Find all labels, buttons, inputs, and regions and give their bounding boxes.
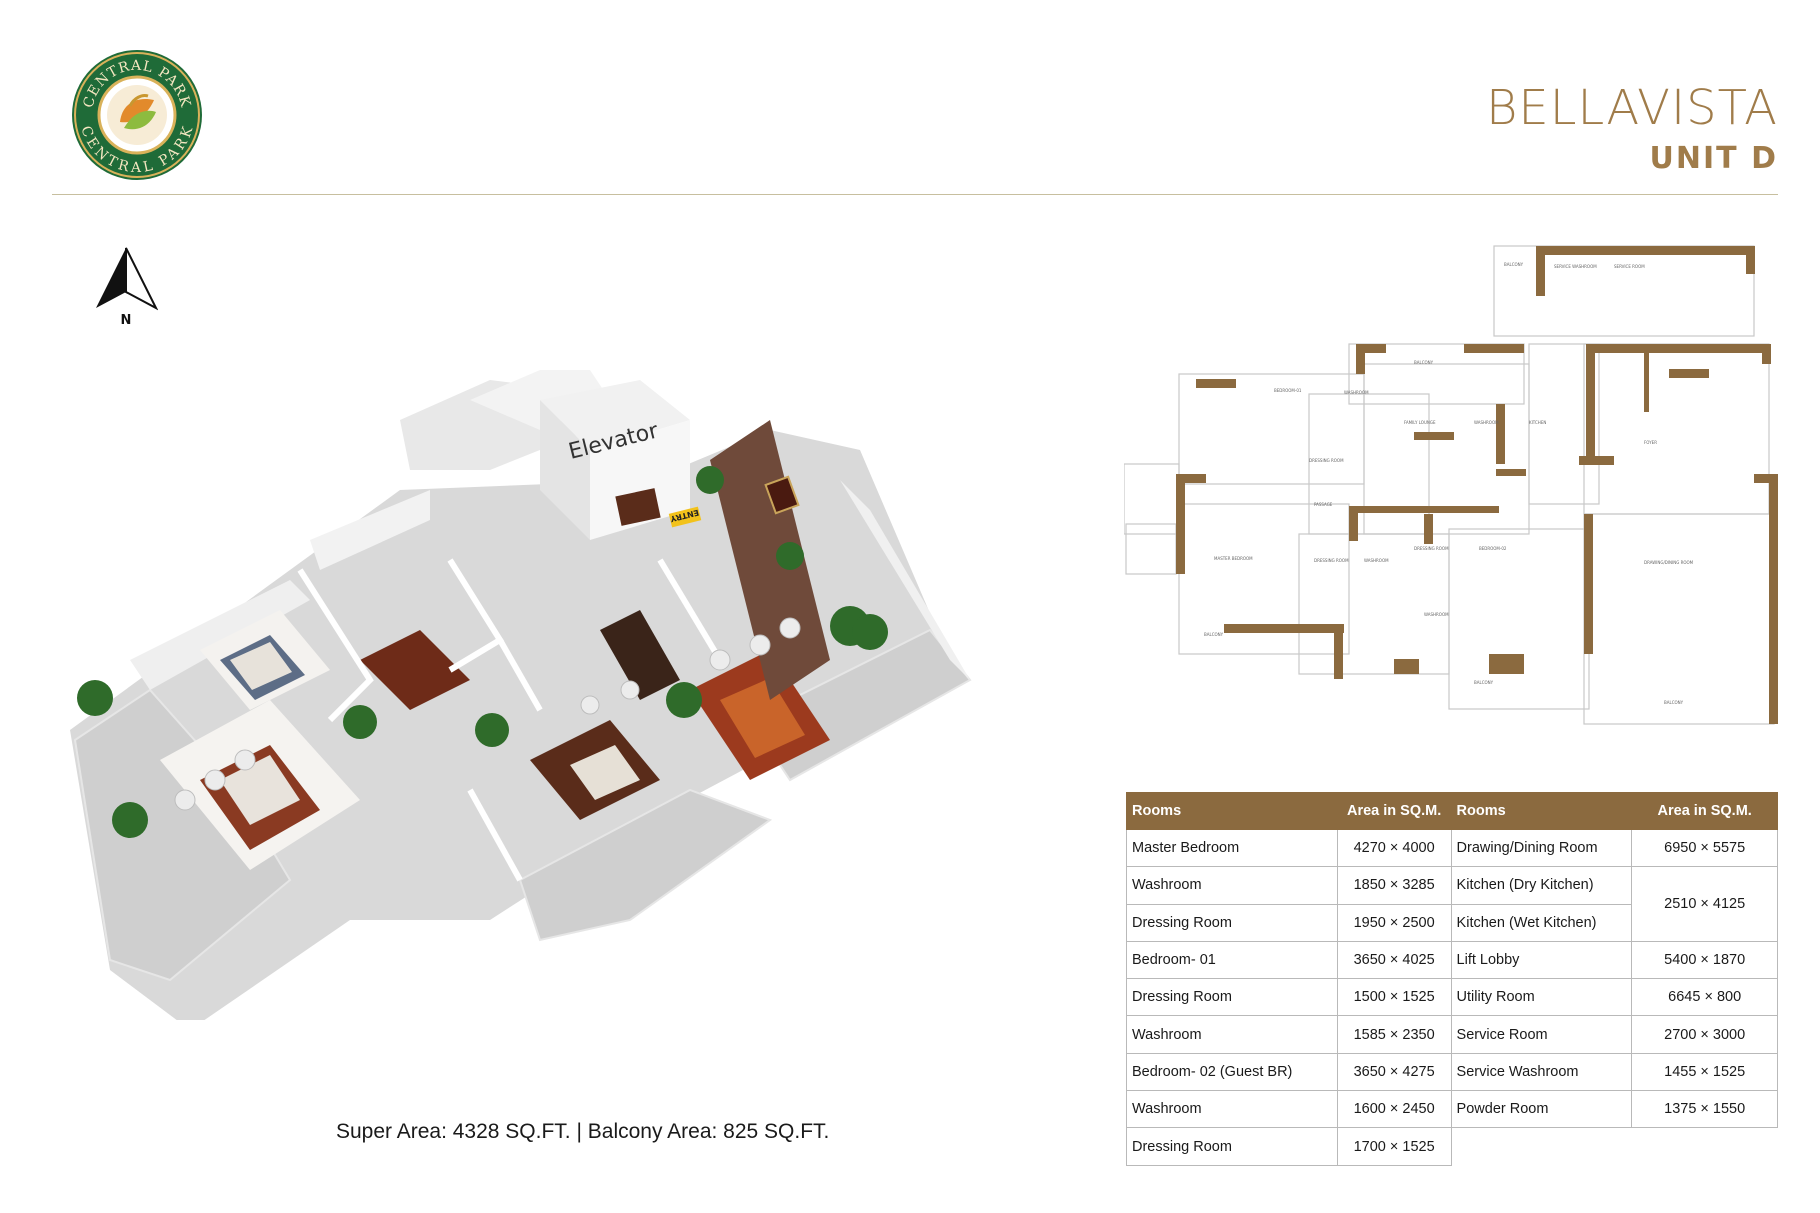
table-row: Dressing Room 1500 × 1525 Utility Room 6… [1126,978,1778,1017]
room-area: 1700 × 1525 [1336,1127,1452,1166]
room-area: 1375 × 1550 [1631,1090,1778,1129]
svg-text:BALCONY: BALCONY [1474,680,1494,685]
room-name: Kitchen (Dry Kitchen) [1450,866,1633,905]
svg-text:DRESSING ROOM: DRESSING ROOM [1309,458,1344,463]
isometric-floor-plan-render: Elevator ENTRY [70,370,972,1020]
room-area: 2700 × 3000 [1631,1015,1778,1054]
room-name: Master Bedroom [1126,828,1338,868]
svg-text:WASHROOM: WASHROOM [1344,390,1369,395]
room-area: 2510 × 4125 [1631,866,1778,942]
room-area: 6950 × 5575 [1631,828,1778,868]
table-row: Master Bedroom 4270 × 4000 Drawing/Dinin… [1126,828,1778,868]
room-name: Utility Room [1450,978,1633,1017]
room-name: Service Washroom [1450,1052,1633,1092]
header-divider [52,194,1778,195]
svg-text:DRESSING ROOM: DRESSING ROOM [1314,558,1349,563]
room-area: 1600 × 2450 [1336,1090,1452,1129]
room-area: 3650 × 4025 [1336,940,1452,980]
room-area: 1585 × 2350 [1336,1015,1452,1054]
svg-text:KITCHEN: KITCHEN [1529,420,1546,425]
room-area: 4270 × 4000 [1336,828,1452,868]
empty-cell [1632,1128,1778,1165]
table-row: Bedroom- 01 3650 × 4025 Lift Lobby 5400 … [1126,940,1778,980]
room-name: Washroom [1126,866,1338,905]
room-area: 5400 × 1870 [1631,940,1778,980]
north-arrow-icon: N [96,247,158,326]
room-name: Lift Lobby [1450,940,1633,980]
svg-text:DRAWING/DINING ROOM: DRAWING/DINING ROOM [1644,560,1694,565]
svg-text:PASSAGE: PASSAGE [1314,502,1333,507]
room-name: Bedroom- 01 [1126,940,1338,980]
room-area: 1500 × 1525 [1336,978,1452,1017]
room-name: Bedroom- 02 (Guest BR) [1126,1052,1338,1092]
header-rooms-right: Rooms [1450,792,1633,830]
floor-plan-diagram: BALCONY SERVICE WASHROOM SERVICE ROOM BA… [1124,245,1778,725]
table-row: Bedroom- 02 (Guest BR) 3650 × 4275 Servi… [1126,1052,1778,1092]
room-area: 6645 × 800 [1631,978,1778,1017]
room-name: Dressing Room [1126,1127,1338,1166]
svg-text:BALCONY: BALCONY [1664,700,1684,705]
svg-text:WASHROOM: WASHROOM [1424,612,1449,617]
table-row: Dressing Room 1700 × 1525 [1126,1127,1778,1166]
room-name: Washroom [1126,1015,1338,1054]
svg-text:BALCONY: BALCONY [1204,632,1224,637]
table-row: Dressing Room 1950 × 2500 Kitchen (Wet K… [1126,903,1778,942]
room-name: Service Room [1450,1015,1633,1054]
svg-text:FAMILY LOUNGE: FAMILY LOUNGE [1404,420,1436,425]
central-park-logo: CENTRAL PARK CENTRAL PARK [72,50,202,180]
svg-text:DRESSING ROOM: DRESSING ROOM [1414,546,1449,551]
north-label: N [121,313,132,326]
room-area: 1850 × 3285 [1336,866,1452,905]
room-name: Kitchen (Wet Kitchen) [1450,903,1633,942]
svg-text:FOYER: FOYER [1644,440,1657,445]
room-area: 1950 × 2500 [1336,903,1452,942]
table-row: Washroom 1585 × 2350 Service Room 2700 ×… [1126,1015,1778,1054]
room-name: Powder Room [1450,1090,1633,1129]
svg-text:WASHROOM: WASHROOM [1474,420,1499,425]
room-area-table: Rooms Area in SQ.M. Rooms Area in SQ.M. … [1126,792,1778,1166]
room-name: Washroom [1126,1090,1338,1129]
unit-subtitle: UNIT D [1649,141,1778,176]
svg-text:MASTER BEDROOM: MASTER BEDROOM [1214,556,1253,561]
table-row: Washroom 1600 × 2450 Powder Room 1375 × … [1126,1090,1778,1129]
room-name: Dressing Room [1126,903,1338,942]
svg-text:SERVICE WASHROOM: SERVICE WASHROOM [1554,264,1597,269]
title-block: BELLAVISTA UNIT D [1486,84,1778,174]
header-area-left: Area in SQ.M. [1336,792,1452,830]
empty-cell [1451,1128,1632,1165]
room-name: Dressing Room [1126,978,1338,1017]
room-area: 1455 × 1525 [1631,1052,1778,1092]
project-title: BELLAVISTA [1486,80,1778,136]
svg-text:SERVICE ROOM: SERVICE ROOM [1614,264,1645,269]
room-area: 3650 × 4275 [1336,1052,1452,1092]
header-rooms-left: Rooms [1126,792,1338,830]
svg-text:BALCONY: BALCONY [1504,262,1524,267]
table-row: Washroom 1850 × 3285 Kitchen (Dry Kitche… [1126,866,1778,942]
svg-text:WASHROOM: WASHROOM [1364,558,1389,563]
table-header-row: Rooms Area in SQ.M. Rooms Area in SQ.M. [1126,792,1778,830]
svg-text:BEDROOM-02: BEDROOM-02 [1479,546,1507,551]
room-name: Drawing/Dining Room [1450,828,1633,868]
area-summary: Super Area: 4328 SQ.FT. | Balcony Area: … [336,1120,830,1143]
svg-text:BALCONY: BALCONY [1414,360,1434,365]
svg-text:BEDROOM-01: BEDROOM-01 [1274,388,1302,393]
header-area-right: Area in SQ.M. [1631,792,1778,830]
